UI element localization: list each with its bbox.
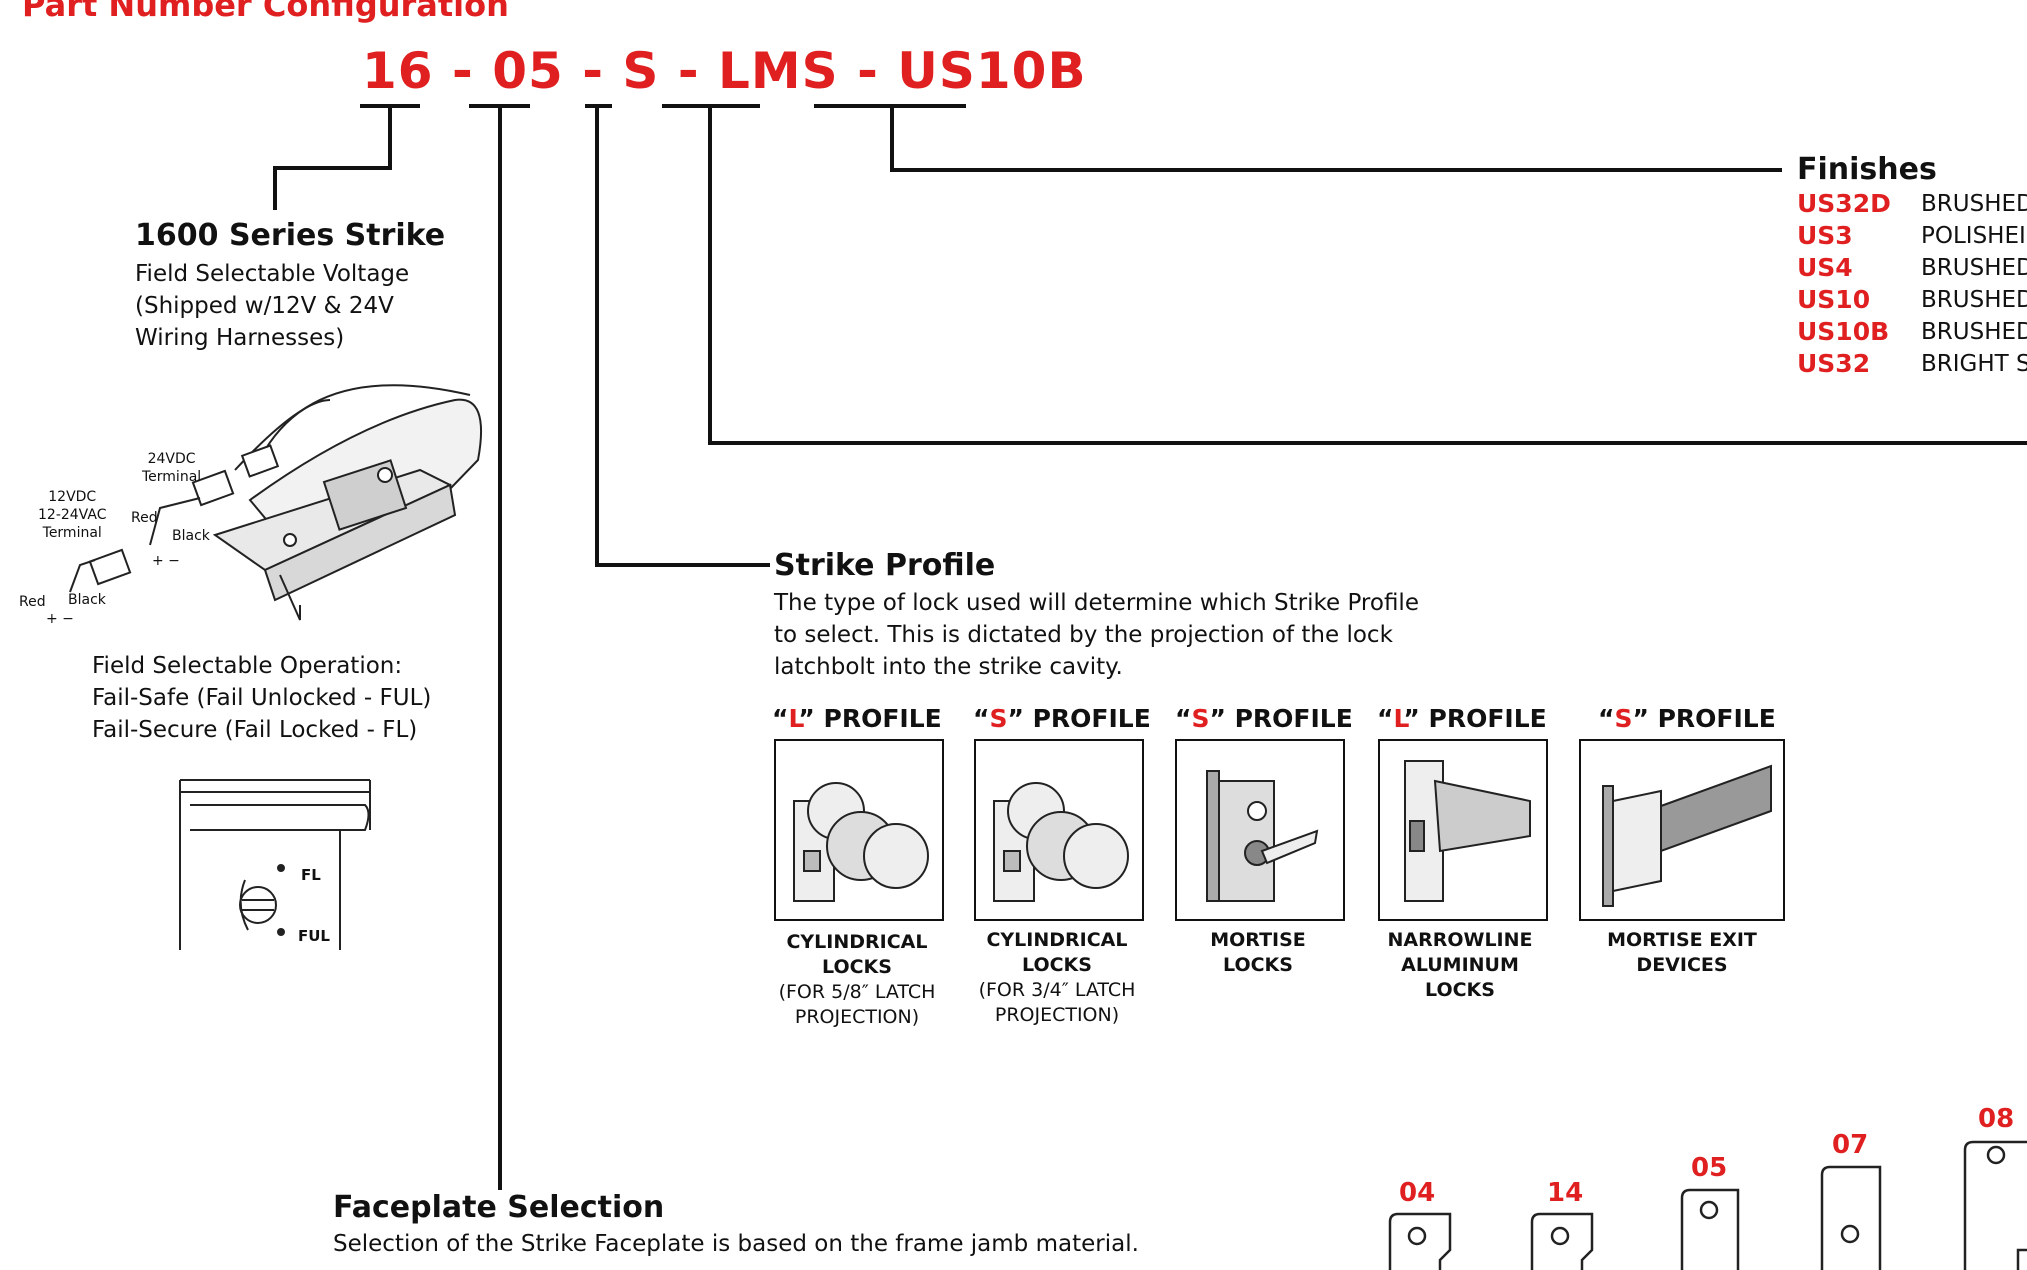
profile-desc-line: to select. This is dictated by the proje… — [774, 622, 1393, 648]
pn-profile-seg: S — [622, 42, 660, 100]
pn-voltage-seg: 16 — [362, 42, 434, 100]
t12-line: 12VDC — [48, 489, 97, 505]
lock-caption: CYLINDRICAL LOCKS (FOR 5/8″ LATCH PROJEC… — [778, 931, 936, 1028]
faceplate-description: Selection of the Strike Faceplate is bas… — [333, 1231, 1139, 1257]
series-title: 1600 Series Strike — [135, 218, 446, 253]
profile-heading: “S” PROFILE — [973, 704, 1151, 733]
finishes-list: US32D BRUSHED US3 POLISHEI US4 BRUSHED U… — [1797, 189, 2027, 381]
faceplate-title: Faceplate Selection — [333, 1190, 665, 1225]
faceplate-number: 08 — [1978, 1104, 2015, 1134]
finish-desc: POLISHEI — [1921, 223, 2026, 249]
strike-profile-title: Strike Profile — [774, 548, 996, 583]
operation-description: Field Selectable Operation: Fail-Safe (F… — [92, 650, 431, 746]
finish-desc: BRUSHED — [1921, 191, 2027, 217]
mortise-lock-image — [1175, 739, 1345, 921]
profile-heading: “S” PROFILE — [1598, 704, 1776, 733]
finish-code: US10 — [1797, 285, 1871, 314]
series-line: Field Selectable Voltage — [135, 261, 410, 287]
wire-polarity-label: + − — [46, 611, 74, 627]
faceplate-number: 04 — [1399, 1178, 1436, 1208]
pn-faceplate-seg: 05 — [492, 42, 564, 100]
lock-caption: MORTISE EXIT DEVICES — [1607, 929, 1757, 976]
switch-fl-label: FL — [301, 866, 321, 884]
wire-polarity-label: + − — [152, 553, 180, 569]
operation-line: Fail-Secure (Fail Locked - FL) — [92, 717, 418, 743]
exit-device-image — [1579, 739, 1785, 921]
finish-code: US32 — [1797, 349, 1871, 378]
t24-label: 24VDC Terminal — [142, 450, 201, 486]
cylindrical-lock-image — [974, 739, 1144, 921]
faceplate-number: 14 — [1547, 1178, 1584, 1208]
t24-line: Terminal — [142, 469, 202, 485]
lock-caption: CYLINDRICAL LOCKS (FOR 3/4″ LATCH PROJEC… — [978, 929, 1136, 1026]
faceplate-number: 07 — [1832, 1130, 1869, 1160]
profile-heading: “L” PROFILE — [1377, 704, 1547, 733]
finish-row: US32 BRIGHT S — [1797, 349, 2027, 381]
finish-code: US32D — [1797, 189, 1891, 218]
finish-row: US32D BRUSHED — [1797, 189, 2027, 221]
wire-red-label: Red — [19, 594, 46, 610]
profile-desc-line: latchbolt into the strike cavity. — [774, 654, 1123, 680]
wire-red-label: Red — [131, 510, 158, 526]
finish-row: US4 BRUSHED — [1797, 253, 2027, 285]
profile-heading: “S” PROFILE — [1175, 704, 1353, 733]
strike-profile-description: The type of lock used will determine whi… — [774, 587, 1419, 683]
operation-line: Fail-Safe (Fail Unlocked - FUL) — [92, 685, 432, 711]
finish-row: US10B BRUSHED — [1797, 317, 2027, 349]
finish-row: US10 BRUSHED — [1797, 285, 2027, 317]
finish-desc: BRUSHED — [1921, 287, 2027, 313]
lock-caption: NARROWLINE ALUMINUM LOCKS — [1387, 929, 1533, 1001]
narrowline-lock-image — [1378, 739, 1548, 921]
profile-desc-line: The type of lock used will determine whi… — [774, 590, 1419, 616]
pn-lms-seg: LMS — [718, 42, 839, 100]
pn-sep: - — [582, 42, 604, 100]
t12-label: 12VDC 12-24VAC Terminal — [38, 488, 106, 542]
finish-desc: BRIGHT S — [1921, 351, 2027, 377]
pn-sep: - — [857, 42, 879, 100]
faceplate-number: 05 — [1691, 1153, 1728, 1183]
t12-line: 12-24VAC — [38, 507, 107, 523]
series-line: Wiring Harnesses) — [135, 325, 345, 351]
finish-code: US10B — [1797, 317, 1890, 346]
finish-desc: BRUSHED — [1921, 255, 2027, 281]
finishes-title: Finishes — [1797, 152, 1937, 187]
profile-heading: “L” PROFILE — [772, 704, 942, 733]
wire-black-label: Black — [68, 592, 106, 608]
finish-code: US4 — [1797, 253, 1853, 282]
pn-sep: - — [452, 42, 474, 100]
finish-code: US3 — [1797, 221, 1853, 250]
pn-sep: - — [677, 42, 700, 100]
operation-line: Field Selectable Operation: — [92, 653, 403, 679]
finish-row: US3 POLISHEI — [1797, 221, 2026, 253]
wire-black-label: Black — [172, 528, 210, 544]
cylindrical-lock-image — [774, 739, 944, 921]
t12-line: Terminal — [42, 525, 102, 541]
pn-finish-seg: US10B — [897, 42, 1087, 100]
finish-desc: BRUSHED — [1921, 319, 2027, 345]
series-line: (Shipped w/12V & 24V — [135, 293, 394, 319]
lock-caption: MORTISE LOCKS — [1210, 929, 1306, 976]
page-title: Part Number Configuration — [22, 0, 509, 24]
series-description: Field Selectable Voltage (Shipped w/12V … — [135, 258, 409, 354]
t24-line: 24VDC — [147, 451, 196, 467]
part-number: 16 - 05 - S - LMS - US10B — [362, 42, 1087, 100]
switch-ful-label: FUL — [298, 927, 330, 945]
